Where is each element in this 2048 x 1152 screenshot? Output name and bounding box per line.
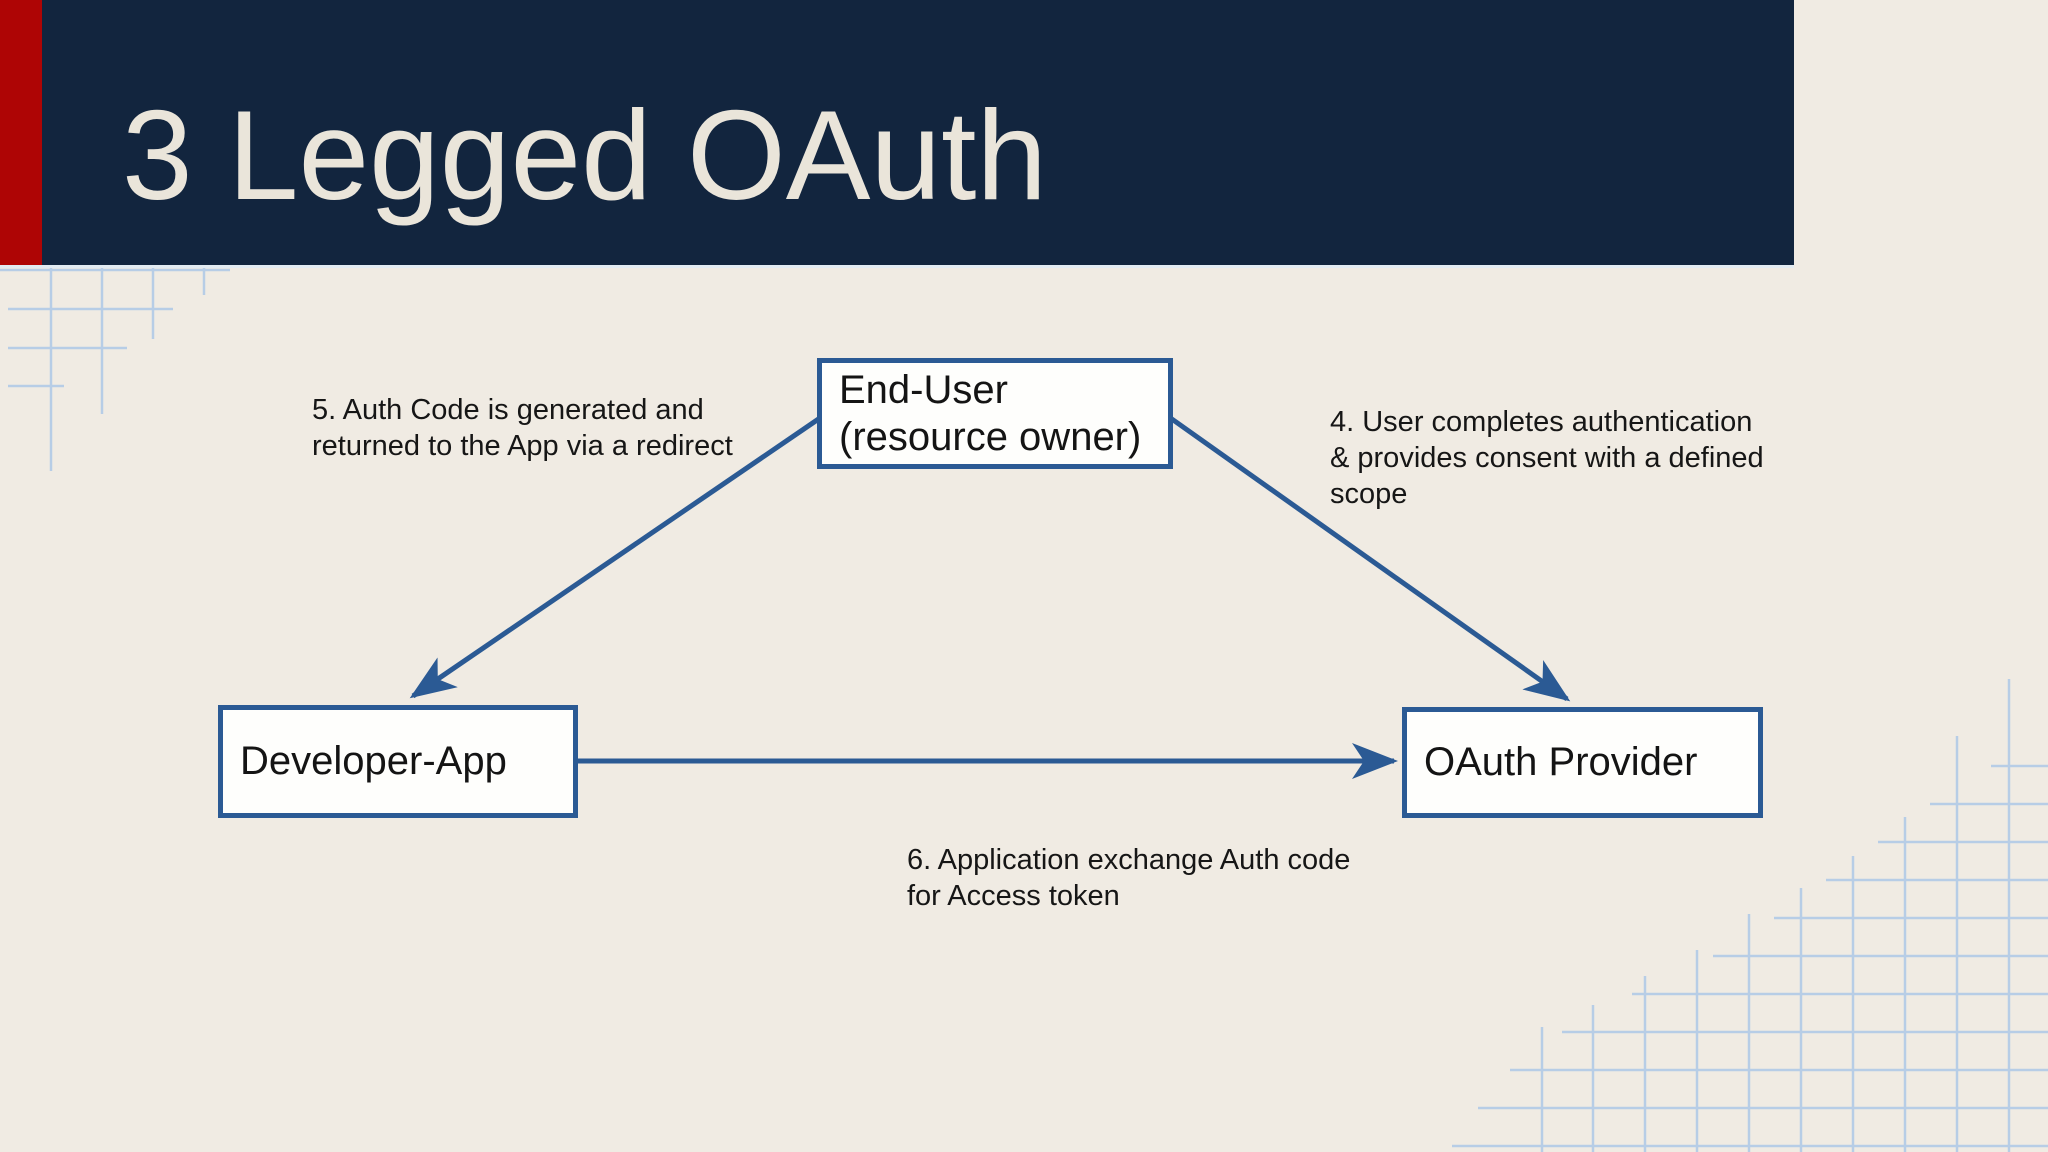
node-oauth-provider: OAuth Provider	[1402, 707, 1763, 818]
header-accent-stripe	[0, 0, 42, 265]
annotation-step-6: 6. Application exchange Auth code for Ac…	[907, 842, 1350, 914]
annotation-step-5: 5. Auth Code is generated and returned t…	[312, 392, 733, 464]
annotation-step-4: 4. User completes authentication & provi…	[1330, 404, 1764, 512]
annotation-step-4-line-1: 4. User completes authentication	[1330, 406, 1753, 438]
arrow-end-user-to-oauth-provider	[1167, 414, 1571, 702]
annotation-step-5-line-2: returned to the App via a redirect	[312, 430, 733, 462]
arrow-end-user-to-developer-app	[409, 415, 822, 699]
node-developer-app: Developer-App	[218, 705, 578, 818]
annotation-step-6-line-1: 6. Application exchange Auth code	[907, 844, 1351, 876]
annotation-step-6-line-2: for Access token	[907, 880, 1120, 912]
node-end-user: End-User (resource owner)	[817, 358, 1173, 469]
node-oauth-provider-label: OAuth Provider	[1424, 740, 1698, 784]
decor-grid-bottom-right	[1452, 679, 2048, 1152]
decor-grid-top-left	[0, 268, 230, 471]
header-bar: 3 Legged OAuth	[0, 0, 1794, 268]
slide-title: 3 Legged OAuth	[122, 84, 1048, 226]
annotation-step-4-line-2: & provides consent with a defined	[1330, 442, 1764, 474]
annotation-step-4-line-3: scope	[1330, 478, 1408, 510]
annotation-step-5-line-1: 5. Auth Code is generated and	[312, 394, 704, 426]
node-end-user-label-line-2: (resource owner)	[839, 414, 1142, 459]
node-developer-app-label: Developer-App	[240, 739, 507, 783]
node-end-user-label-line-1: End-User	[839, 367, 1008, 412]
